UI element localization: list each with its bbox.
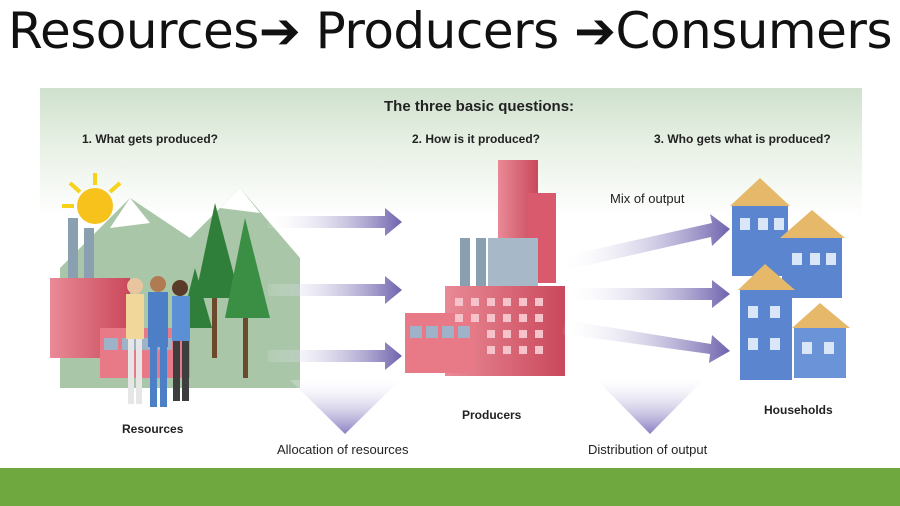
households-label: Households	[764, 403, 833, 417]
economy-diagram: The three basic questions: 1. What gets …	[40, 88, 862, 470]
tree-group	[180, 203, 270, 378]
allocation-funnel	[290, 380, 400, 434]
sun-icon	[62, 173, 122, 224]
workers-group	[126, 276, 190, 407]
allocation-arrows	[268, 208, 402, 370]
distribution-label: Distribution of output	[588, 442, 708, 457]
distribution-arrows	[563, 214, 730, 363]
resources-label: Resources	[122, 422, 184, 436]
mix-of-output-label: Mix of output	[610, 191, 685, 206]
slide-title: Resources➔ Producers ➔Consumers	[7, 2, 893, 60]
question-3: 3. Who gets what is produced?	[654, 132, 831, 146]
households-houses	[730, 178, 850, 380]
diagram-heading: The three basic questions:	[384, 98, 575, 115]
allocation-label: Allocation of resources	[277, 442, 409, 457]
question-2: 2. How is it produced?	[412, 132, 541, 146]
question-1: 1. What gets produced?	[82, 132, 219, 146]
footer-accent-bar	[0, 468, 900, 506]
producers-buildings	[405, 160, 565, 376]
producers-label: Producers	[462, 408, 522, 422]
resources-factory	[50, 218, 190, 378]
diagram-artwork	[50, 160, 850, 434]
distribution-funnel	[595, 378, 705, 434]
